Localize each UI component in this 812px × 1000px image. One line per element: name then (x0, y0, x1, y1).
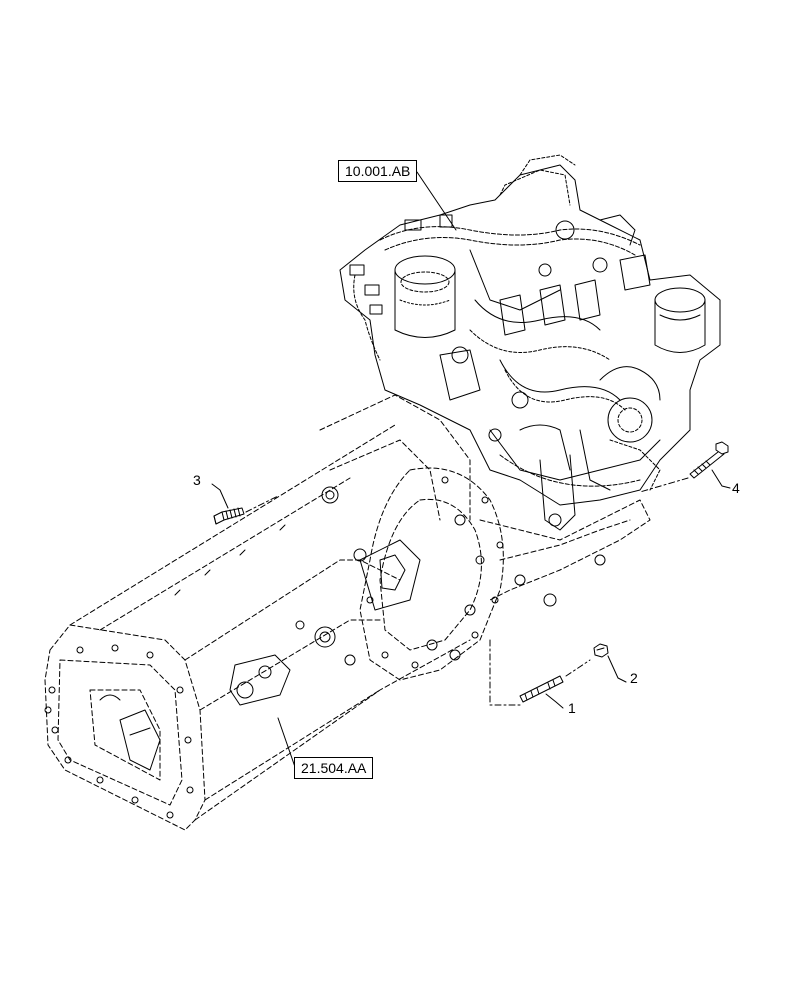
short-bolt-3 (213, 507, 245, 525)
callout-3: 3 (193, 472, 201, 488)
engine-assembly (339, 154, 721, 531)
callout-4: 4 (732, 480, 740, 496)
callout-1: 1 (568, 700, 576, 716)
alignment-line-2 (565, 659, 591, 677)
transmission-details (44, 476, 606, 819)
transmission-reference-label[interactable]: 21.504.AA (294, 757, 374, 779)
engine-reference-label[interactable]: 10.001.AB (338, 160, 418, 182)
alignment-line-4 (639, 477, 689, 493)
alignment-line-3 (245, 495, 279, 513)
nut-2 (593, 643, 609, 658)
leader-lines (211, 171, 731, 768)
stud-1 (519, 675, 564, 703)
transmission-housing (44, 394, 651, 831)
alignment-line-1 (489, 639, 521, 706)
callout-2: 2 (630, 670, 638, 686)
long-bolt-4 (689, 441, 729, 479)
